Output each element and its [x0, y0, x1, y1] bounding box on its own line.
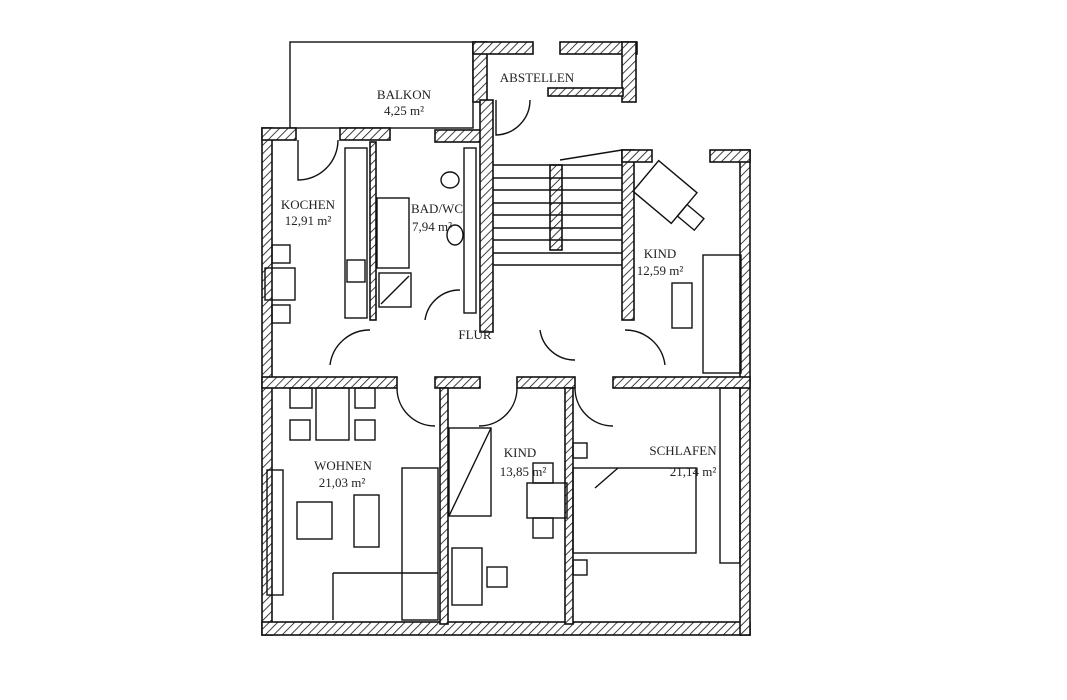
- room-name-balkon: BALKON: [377, 87, 432, 102]
- room-name-wohnen: WOHNEN: [314, 458, 372, 473]
- room-area-wohnen: 21,03 m²: [319, 475, 366, 490]
- furniture: [264, 147, 742, 621]
- room-area-bad: 7,94 m²: [412, 219, 452, 234]
- room-name-kochen: KOCHEN: [281, 197, 336, 212]
- room-labels: BALKON 4,25 m² ABSTELLEN KOCHEN 12,91 m²…: [281, 70, 717, 490]
- balcony-outline: [289, 41, 474, 129]
- room-name-kind-2: KIND: [504, 445, 537, 460]
- room-area-kind-2: 13,85 m²: [500, 464, 547, 479]
- room-name-schlafen: SCHLAFEN: [649, 443, 717, 458]
- room-name-abstellen: ABSTELLEN: [500, 70, 575, 85]
- staircase: [493, 149, 623, 266]
- room-area-kind-1: 12,59 m²: [637, 263, 684, 278]
- walls: [261, 41, 751, 636]
- room-area-schlafen: 21,14 m²: [670, 464, 717, 479]
- room-name-flur: FLUR: [458, 327, 492, 342]
- doors: [297, 99, 666, 427]
- room-area-kochen: 12,91 m²: [285, 213, 332, 228]
- room-name-bad: BAD/WC: [411, 201, 463, 216]
- room-name-kind-1: KIND: [644, 246, 677, 261]
- room-area-balkon: 4,25 m²: [384, 103, 424, 118]
